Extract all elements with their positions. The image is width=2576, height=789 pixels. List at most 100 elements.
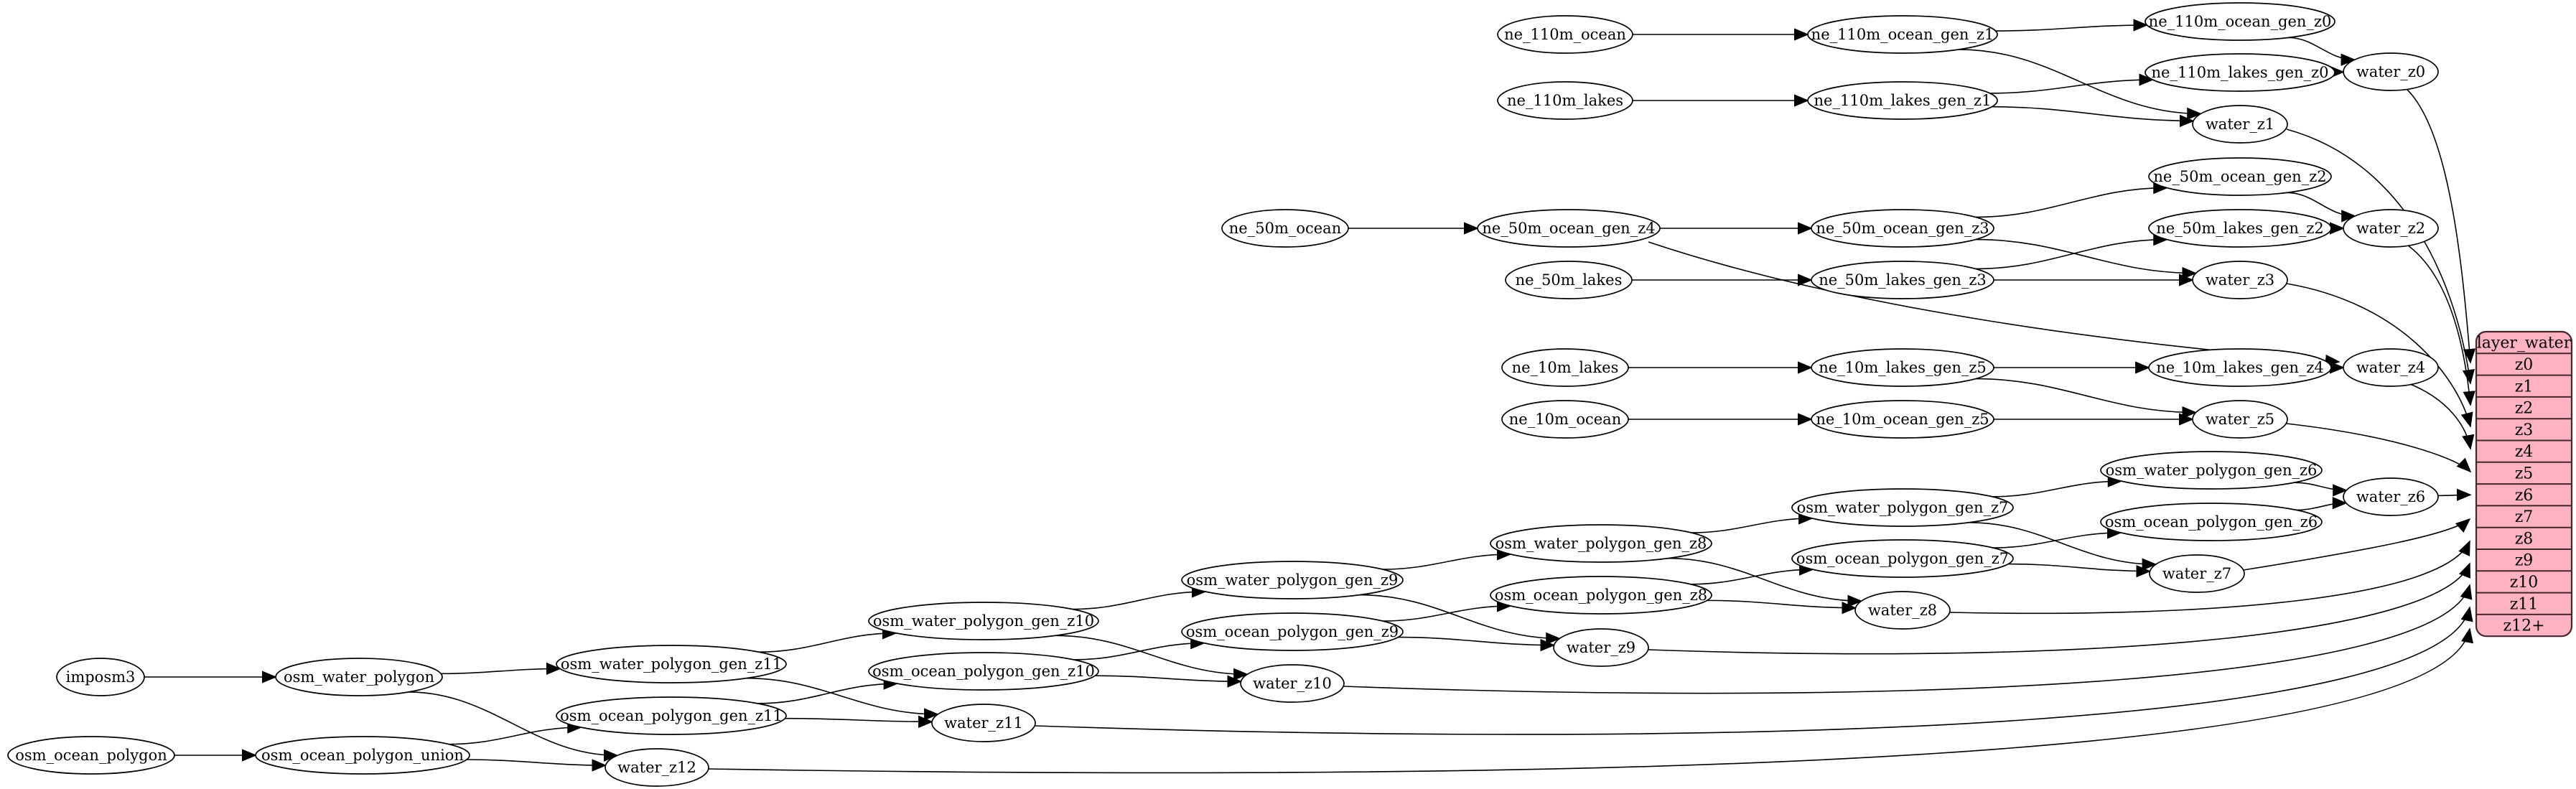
node-label-ne_10m_lakes_gen_z4: ne_10m_lakes_gen_z4 [2156,359,2324,376]
node-water_z0: water_z0 [2343,52,2439,91]
node-label-ne_110m_lakes_gen_z1: ne_110m_lakes_gen_z1 [1814,92,1992,109]
edge-osm_water_polygon-to-water_z12 [408,691,619,762]
node-label-water_z6: water_z6 [2356,488,2425,505]
node-label-ne_50m_lakes: ne_50m_lakes [1516,271,1623,289]
node-ne_10m_lakes_gen_z5: ne_10m_lakes_gen_z5 [1811,348,1994,387]
node-water_z11: water_z11 [931,704,1036,742]
node-label-ne_110m_lakes: ne_110m_lakes [1507,92,1623,109]
edge-osm_water_polygon_gen_z6-to-water_z6 [2294,482,2348,497]
node-ellipse-osm_water_polygon_gen_z6 [2100,451,2323,490]
node-label-ne_10m_lakes: ne_10m_lakes [1512,359,1619,376]
edge-ne_110m_ocean_gen_z0-to-water_z0 [2288,37,2356,66]
edge-ne_50m_ocean_gen_z3-to-water_z3 [1975,238,2198,280]
node-osm_ocean_polygon_union: osm_ocean_polygon_union [255,736,470,775]
edge-osm_water_polygon_gen_z8-to-osm_water_polygon_gen_z7 [1691,512,1814,533]
node-osm_water_polygon_gen_z7: osm_water_polygon_gen_z7 [1791,488,2014,527]
edge-ne_110m_ocean_gen_z1-to-water_z1 [1959,49,2203,121]
node-osm_water_polygon_gen_z10: osm_water_polygon_gen_z10 [868,602,1099,640]
node-ne_10m_ocean_gen_z5: ne_10m_ocean_gen_z5 [1811,400,1994,439]
edge-ne_10m_lakes_gen_z5-to-water_z5 [1975,378,2198,419]
node-label-osm_water_polygon_gen_z10: osm_water_polygon_gen_z10 [873,612,1094,630]
edge-osm_ocean_polygon_gen_z7-to-osm_ocean_polygon_gen_z6 [1993,526,2122,548]
table-row-z3: z3 [2515,421,2534,439]
node-imposm3: imposm3 [56,658,145,696]
node-label-water_z7: water_z7 [2162,565,2231,582]
node-water_z9: water_z9 [1553,628,1649,667]
node-osm_ocean_polygon_gen_z7: osm_ocean_polygon_gen_z7 [1791,539,2014,578]
node-osm_water_polygon_gen_z11: osm_water_polygon_gen_z11 [556,645,787,683]
node-ellipse-osm_water_polygon_gen_z11 [556,645,787,683]
node-ne_10m_ocean: ne_10m_ocean [1501,400,1629,439]
node-label-osm_water_polygon_gen_z7: osm_water_polygon_gen_z7 [1797,499,2009,516]
edge-osm_ocean_polygon_gen_z8-to-osm_ocean_polygon_gen_z7 [1691,563,1814,585]
edge-ne_110m_lakes_gen_z1-to-water_z1 [1992,106,2195,128]
table-row-z2: z2 [2515,400,2534,418]
edge-osm_ocean_polygon_gen_z9-to-osm_ocean_polygon_gen_z8 [1383,599,1512,622]
node-label-osm_water_polygon: osm_water_polygon [284,668,434,686]
node-ellipse-water_z0 [2343,52,2439,91]
node-water_z10: water_z10 [1240,664,1345,703]
node-osm_water_polygon: osm_water_polygon [275,658,443,696]
table-row-z6: z6 [2515,487,2534,505]
node-ellipse-ne_10m_ocean [1501,400,1629,439]
node-water_z6: water_z6 [2343,477,2439,516]
node-ellipse-ne_50m_ocean_gen_z4 [1477,209,1661,248]
edge-osm_ocean_polygon_gen_z11-to-water_z11 [785,715,933,729]
node-label-imposm3: imposm3 [66,668,136,686]
node-ellipse-water_z11 [931,704,1036,742]
node-label-water_z4: water_z4 [2356,359,2425,376]
edge-osm_ocean_polygon_gen_z8-to-water_z8 [1707,599,1857,615]
node-ellipse-osm_ocean_polygon_gen_z8 [1490,576,1712,615]
node-ellipse-ne_110m_ocean_gen_z1 [1807,15,1998,54]
node-ne_110m_ocean_gen_z1: ne_110m_ocean_gen_z1 [1807,15,1998,54]
node-ellipse-ne_10m_lakes_gen_z4 [2148,348,2332,387]
node-ellipse-water_z1 [2192,105,2288,144]
node-label-osm_ocean_polygon_gen_z6: osm_ocean_polygon_gen_z6 [2105,513,2318,531]
node-ellipse-water_z9 [1553,628,1649,667]
node-label-water_z0: water_z0 [2356,63,2425,80]
table-row-z10: z10 [2510,574,2539,592]
edge-water_z9-to-row-z9 [1648,562,2470,655]
edge-water_z0-to-row-z0 [2406,88,2476,364]
node-osm_water_polygon_gen_z9: osm_water_polygon_gen_z9 [1181,561,1404,599]
node-label-ne_50m_lakes_gen_z2: ne_50m_lakes_gen_z2 [2156,220,2324,237]
table-row-z1: z1 [2515,378,2534,396]
node-label-water_z11: water_z11 [944,714,1023,732]
node-osm_ocean_polygon_gen_z10: osm_ocean_polygon_gen_z10 [868,652,1099,691]
node-label-ne_110m_lakes_gen_z0: ne_110m_lakes_gen_z0 [2152,64,2329,81]
node-label-water_z3: water_z3 [2206,271,2274,289]
edge-ne_50m_ocean_gen_z2-to-water_z2 [2287,192,2356,223]
table-row-z8: z8 [2515,530,2534,548]
node-ellipse-ne_110m_lakes_gen_z1 [1807,81,1998,120]
edges-layer [144,19,2476,774]
node-ellipse-water_z5 [2192,400,2288,439]
node-osm_ocean_polygon: osm_ocean_polygon [7,736,175,775]
node-label-ne_50m_lakes_gen_z3: ne_50m_lakes_gen_z3 [1819,271,1987,289]
node-label-osm_ocean_polygon_gen_z8: osm_ocean_polygon_gen_z8 [1495,587,1707,604]
node-ellipse-imposm3 [56,658,145,696]
node-ne_110m_ocean_gen_z0: ne_110m_ocean_gen_z0 [2145,2,2335,41]
node-label-water_z12: water_z12 [617,759,696,776]
edge-ne_110m_ocean_gen_z1-to-ne_110m_ocean_gen_z0 [1995,19,2149,32]
edge-osm_water_polygon_gen_z11-to-water_z11 [746,677,939,721]
node-ellipse-ne_10m_ocean_gen_z5 [1811,400,1994,439]
node-label-water_z10: water_z10 [1253,675,1332,692]
node-osm_ocean_polygon_gen_z9: osm_ocean_polygon_gen_z9 [1181,612,1404,651]
node-ellipse-osm_ocean_polygon_union [255,736,470,775]
edge-osm_ocean_polygon_union-to-osm_ocean_polygon_gen_z11 [449,721,583,745]
node-ellipse-ne_10m_lakes_gen_z5 [1811,348,1994,387]
node-ne_10m_lakes_gen_z4: ne_10m_lakes_gen_z4 [2148,348,2332,387]
table-row-z12+: z12+ [2503,617,2544,635]
node-ne_50m_ocean_gen_z2: ne_50m_ocean_gen_z2 [2148,157,2332,196]
node-ellipse-ne_110m_lakes_gen_z0 [2145,53,2335,92]
edge-ne_50m_ocean_gen_z3-to-ne_50m_ocean_gen_z2 [1975,181,2169,218]
edge-osm_ocean_polygon_gen_z9-to-water_z9 [1398,636,1556,652]
node-label-ne_110m_ocean_gen_z1: ne_110m_ocean_gen_z1 [1811,26,1994,43]
node-water_z2: water_z2 [2343,209,2439,248]
table-row-z5: z5 [2515,464,2534,482]
node-ellipse-ne_50m_lakes_gen_z3 [1811,261,1994,299]
node-ne_110m_lakes: ne_110m_lakes [1497,81,1633,120]
node-osm_ocean_polygon_gen_z11: osm_ocean_polygon_gen_z11 [556,696,787,735]
node-label-osm_water_polygon_gen_z8: osm_water_polygon_gen_z8 [1495,535,1707,552]
